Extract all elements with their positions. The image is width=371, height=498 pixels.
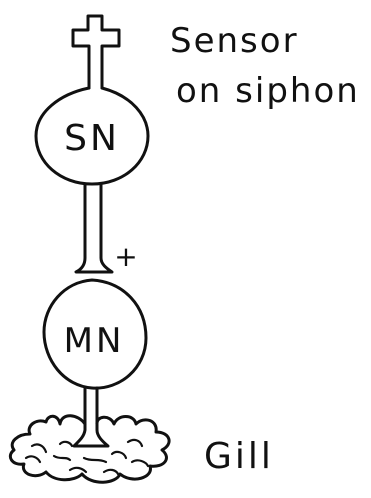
gill-label: Gill [204,436,274,477]
sensory-neuron-axon [74,182,114,274]
synapse-sign: + [114,240,137,273]
sensor-label-line2: on siphon [176,71,360,111]
sensor-receptor-icon [71,14,121,90]
motor-neuron-axon [72,386,110,448]
sensor-label-line1: Sensor [170,21,299,61]
sensory-neuron-cell-body [34,86,150,186]
motor-neuron-cell-body [42,278,148,390]
gill-outline [8,414,171,484]
sensory-neuron-label: SN [64,118,120,159]
motor-neuron-label: MN [64,321,125,361]
gill-texture [24,438,150,476]
